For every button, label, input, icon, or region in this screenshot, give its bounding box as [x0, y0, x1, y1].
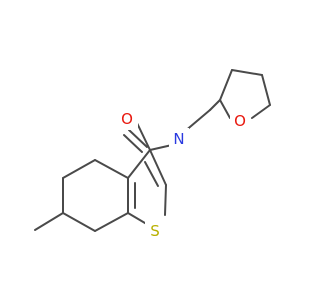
label-bg-amide-n [169, 128, 189, 150]
bond-co-b [123, 134, 143, 153]
atom-ring-oxygen: O [234, 112, 246, 130]
bond-thf-d [251, 104, 271, 119]
bond-c-n [149, 144, 173, 151]
atom-carbonyl-oxygen: O [121, 110, 133, 128]
bond-thio-a [127, 149, 151, 179]
bond-ring6-d [62, 212, 96, 232]
bond-thio-c [164, 184, 167, 216]
atom-sulfur: S [150, 222, 160, 240]
atom-amide-nitrogen: N [173, 130, 184, 148]
label-bg-ring-o [230, 110, 250, 132]
bond-co-a [128, 129, 148, 148]
molecule-diagram: O N O S [34, 69, 271, 242]
bond-thio-b [149, 149, 167, 186]
bond-ring6-e [94, 212, 129, 232]
bond-thf-e [219, 99, 231, 119]
bond-ring6-b [62, 159, 96, 179]
bond-thf-c [261, 74, 271, 106]
bond-ring6-c [94, 159, 129, 179]
bond-methyl [34, 212, 64, 231]
bond-c-carbonyl [136, 122, 151, 151]
label-bg-carbonyl-o [118, 108, 138, 130]
bond-thio-b-inner [144, 161, 159, 187]
label-bg-sulfur [145, 220, 165, 242]
structure-canvas: O N O S [34, 69, 271, 242]
bond-thf-b [231, 69, 263, 76]
bonds [34, 69, 271, 232]
bond-thf-a [219, 69, 233, 101]
atom-labels: O N O S [118, 108, 250, 242]
bond-ch2-thf [209, 99, 221, 111]
